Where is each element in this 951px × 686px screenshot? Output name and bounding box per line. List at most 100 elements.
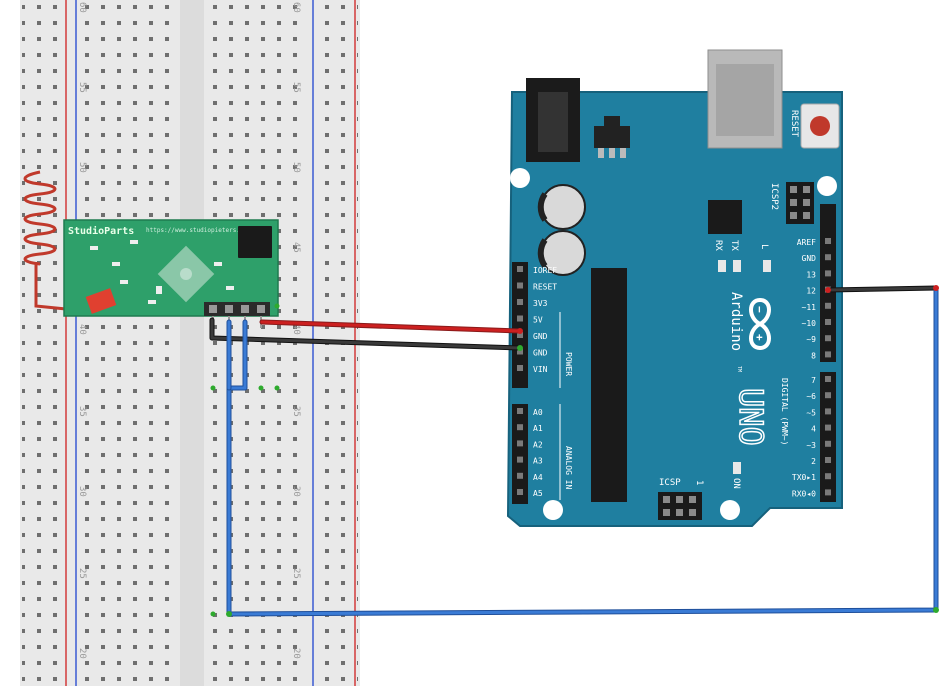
digital-pin-label: GND xyxy=(802,254,817,263)
header-pin xyxy=(517,365,523,371)
icsp-pins xyxy=(663,496,696,516)
mounting-hole xyxy=(720,500,740,520)
module-capacitor xyxy=(85,288,117,314)
infinity-logo-icon xyxy=(749,297,771,351)
header-pin xyxy=(517,424,523,431)
arduino-uno-board: RESET ICSP2 RX TX L ON − + Arduino TM UN… xyxy=(506,49,843,527)
icsp2-pins xyxy=(790,186,810,219)
row-number: 40 xyxy=(291,324,301,335)
header-pin xyxy=(517,299,523,305)
regulator-tab xyxy=(604,116,620,126)
header-pin xyxy=(517,282,523,289)
header-pin xyxy=(825,457,831,463)
header-pin xyxy=(825,440,831,447)
row-number: 35 xyxy=(291,406,301,417)
row-number: 55 xyxy=(291,82,301,93)
header-pin xyxy=(825,319,831,325)
analog-title: ANALOG IN xyxy=(564,446,573,490)
svg-text:−: − xyxy=(753,306,766,313)
mounting-hole xyxy=(817,176,837,196)
power-pin-label: GND xyxy=(533,332,548,341)
antenna-coil-icon xyxy=(23,170,77,312)
center-channel xyxy=(180,0,204,686)
wire-endpoints xyxy=(210,285,939,617)
usb-interface-chip xyxy=(708,200,742,234)
header-pin xyxy=(517,472,523,479)
header-pin xyxy=(825,335,831,342)
power-pin-label: GND xyxy=(533,349,548,358)
row-number: 20 xyxy=(291,648,301,659)
header-pin xyxy=(517,332,523,338)
mounting-hole xyxy=(543,500,563,520)
power-pin-label: 5V xyxy=(533,316,543,325)
row-number: 45 xyxy=(291,242,301,253)
digital-pin-label: ~9 xyxy=(806,335,816,344)
header-pin xyxy=(825,270,831,277)
power-header xyxy=(512,262,528,388)
arduino-brand: Arduino xyxy=(728,292,744,351)
digital-pin-label: 7 xyxy=(811,376,816,385)
digital-pin-label: 13 xyxy=(806,270,816,279)
analog-pin-label: A4 xyxy=(533,473,543,482)
analog-pin-label: A3 xyxy=(533,457,543,466)
row-number: 30 xyxy=(291,486,301,497)
uno-model: UNO xyxy=(732,388,770,446)
regulator-leg xyxy=(609,148,615,158)
row-number: 35 xyxy=(77,406,87,417)
digital-pin-label: ~10 xyxy=(802,319,817,328)
row-number: 60 xyxy=(291,2,301,13)
row-number: 60 xyxy=(77,2,87,13)
atmega-chip xyxy=(591,268,627,502)
power-pin-label: RESET xyxy=(533,283,557,292)
l-led xyxy=(763,260,771,272)
module-ic xyxy=(238,226,272,258)
arduino-trademark: TM xyxy=(736,366,742,372)
arduino-logo: − + Arduino TM xyxy=(728,292,771,372)
header-pin xyxy=(517,456,523,463)
header-pin xyxy=(825,238,831,244)
digital-pin-label: 12 xyxy=(806,287,816,296)
rx-led xyxy=(718,260,726,272)
dc-jack-inner xyxy=(538,92,568,152)
icsp2-label: ICSP2 xyxy=(769,183,779,210)
analog-pin-label: A1 xyxy=(533,424,543,433)
digital-title: DIGITAL (PWM~) xyxy=(780,378,789,445)
header-pin xyxy=(517,489,523,495)
reset-button-cap[interactable] xyxy=(810,116,830,136)
row-number: 25 xyxy=(77,568,87,579)
rx-led-label: RX xyxy=(713,240,723,251)
digital-pin-label: TX0▸1 xyxy=(792,473,816,482)
regulator-leg xyxy=(620,148,626,158)
svg-text:+: + xyxy=(753,334,766,341)
header-pin xyxy=(825,376,831,382)
module-smd-parts xyxy=(90,240,234,304)
header-pin xyxy=(825,302,831,309)
digital-pin-label: ~6 xyxy=(806,392,816,401)
right-terminal-block xyxy=(208,0,298,686)
digital-pin-label: AREF xyxy=(797,238,816,247)
on-led xyxy=(733,462,741,474)
mounting-hole xyxy=(510,168,530,188)
row-number: 50 xyxy=(291,162,301,173)
module-url: https://www.studiopieters.nl xyxy=(146,227,248,234)
analog-header xyxy=(512,404,528,504)
header-pin xyxy=(517,315,523,322)
regulator-leg xyxy=(598,148,604,158)
header-pin xyxy=(517,440,523,447)
capacitor xyxy=(540,184,586,230)
header-pin xyxy=(825,408,831,415)
left-terminal-block xyxy=(82,0,172,686)
power-title: POWER xyxy=(564,352,573,376)
icsp-label: ICSP xyxy=(659,478,681,488)
analog-pin-label: A2 xyxy=(533,440,543,449)
analog-pin-label: A5 xyxy=(533,489,543,498)
power-pin-label: 3V3 xyxy=(533,299,548,308)
module-chip-dot xyxy=(180,268,192,280)
row-number: 30 xyxy=(77,486,87,497)
on-led-label: ON xyxy=(731,478,741,489)
capacitor-band xyxy=(537,192,548,222)
usb-inner xyxy=(716,64,774,136)
